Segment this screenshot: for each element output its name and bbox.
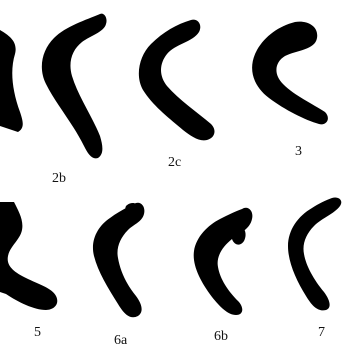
shape-1-silhouette <box>0 20 30 130</box>
shape-7-label: 7 <box>318 326 325 340</box>
shape-2c-label: 2c <box>168 156 181 170</box>
shape-2b-label: 2b <box>52 172 66 186</box>
shape-7-silhouette <box>280 196 348 316</box>
shape-3-silhouette <box>245 20 335 130</box>
shape-3-label: 3 <box>295 145 302 159</box>
shape-2b-silhouette <box>38 12 118 162</box>
shape-6a-label: 6a <box>114 334 127 348</box>
shape-6b-silhouette <box>186 205 266 325</box>
shape-6b-label: 6b <box>214 330 228 344</box>
shape-6a-silhouette <box>86 200 156 330</box>
shape-5-label: 5 <box>34 326 41 340</box>
shape-2c-silhouette <box>135 16 220 146</box>
shape-4-silhouette <box>0 202 60 312</box>
